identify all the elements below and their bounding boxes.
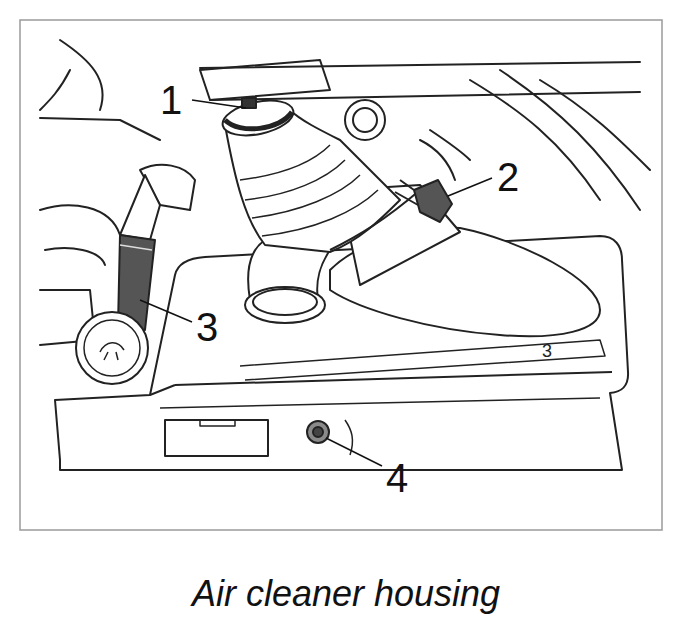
- duct-outlet: [253, 289, 317, 315]
- background-line: [470, 70, 650, 210]
- callout-number: 2: [497, 157, 519, 197]
- breather-hose: [76, 165, 195, 384]
- hose-clamp: [219, 95, 296, 141]
- sensor-connector: [395, 180, 452, 222]
- callout-number: 3: [196, 307, 218, 347]
- callout-number: 4: [386, 458, 408, 498]
- engine-background: [40, 40, 650, 345]
- leader-lines: [140, 100, 492, 466]
- housing-label-plate: [200, 420, 235, 426]
- hose-clamp: [225, 112, 292, 129]
- hose-corrugation: [240, 145, 378, 236]
- duct-outlet: [245, 287, 325, 323]
- leader-line: [326, 438, 382, 466]
- background-line: [40, 205, 120, 265]
- oil-can-symbol: [100, 343, 124, 360]
- leader-line: [448, 178, 492, 196]
- engine-cap: [345, 100, 385, 140]
- background-line: [200, 62, 640, 100]
- housing-bolt: [313, 427, 323, 437]
- housing-label-plate: [165, 420, 268, 456]
- engine-cap: [353, 108, 377, 132]
- intake-duct: [219, 95, 600, 336]
- oil-filler-cap: [76, 312, 148, 384]
- callout-number: 1: [160, 80, 182, 120]
- connector-body: [414, 180, 452, 222]
- hose-clamp-screw: [242, 98, 256, 108]
- leader-line: [192, 100, 246, 108]
- housing-rib: [240, 340, 605, 380]
- intake-hose: [225, 110, 400, 252]
- background-line: [40, 40, 103, 110]
- housing-edge: [175, 372, 612, 385]
- oil-filler-cap: [84, 320, 140, 376]
- figure-frame: [20, 20, 662, 530]
- leader-line: [140, 300, 192, 322]
- housing-bolt: [307, 421, 329, 443]
- hose-band: [120, 245, 152, 250]
- embossed-mark: 3: [542, 342, 552, 360]
- hose-upper: [120, 175, 160, 240]
- connector-wire: [395, 180, 418, 205]
- housing-edge: [150, 385, 175, 395]
- figure-caption: Air cleaner housing: [0, 574, 692, 614]
- housing-edge: [160, 398, 600, 408]
- background-line: [420, 130, 470, 180]
- background-line: [40, 118, 160, 140]
